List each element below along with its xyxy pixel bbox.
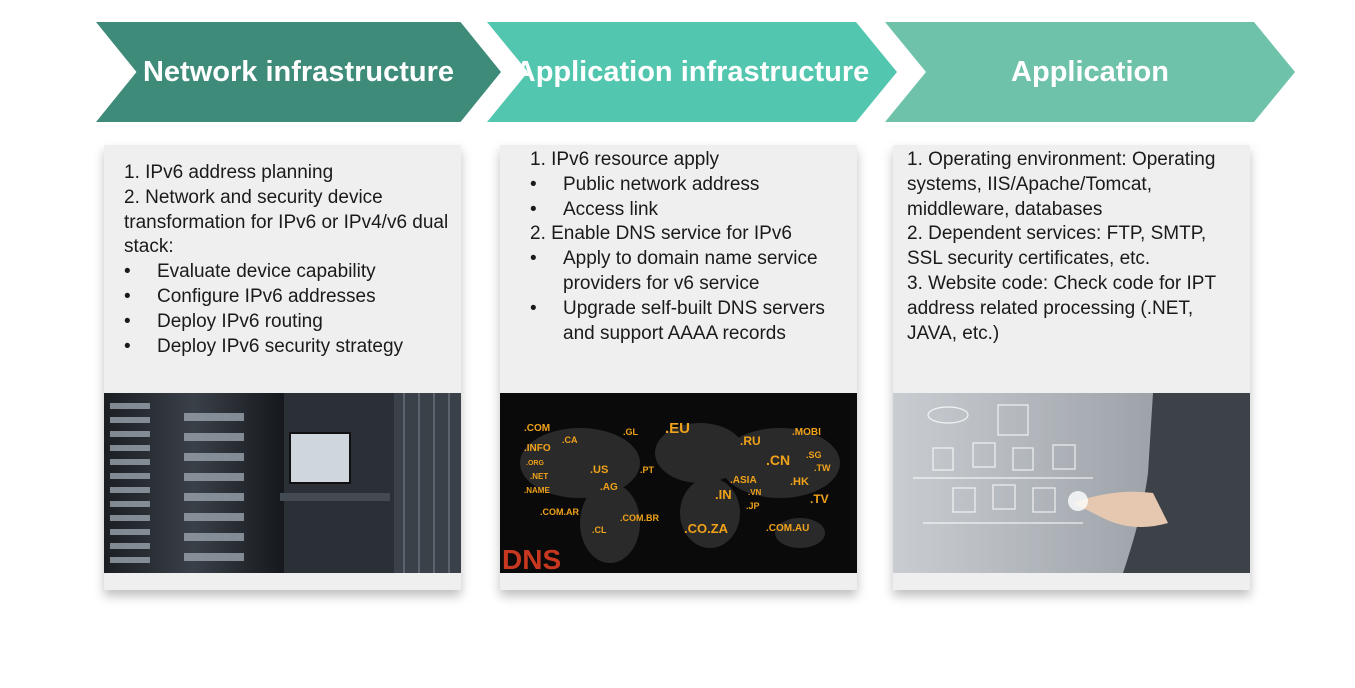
- stage-application: Application: [885, 22, 1295, 122]
- tld-label: .COM.BR: [620, 513, 659, 523]
- step-line: 2. Dependent services: FTP, SMTP, SSL se…: [907, 223, 1207, 270]
- tld-label: .CA: [562, 435, 578, 445]
- stage-title: Application infrastructure: [515, 55, 870, 90]
- tld-label: .NAME: [524, 486, 550, 495]
- tld-label: .ASIA: [730, 475, 757, 486]
- stage-title: Application: [1011, 55, 1169, 90]
- tld-label: .COM.AR: [540, 507, 579, 517]
- tld-label: .JP: [746, 501, 760, 511]
- tld-label: .VN: [748, 488, 762, 497]
- list-item: Deploy IPv6 routing: [124, 310, 455, 335]
- tld-label: .SG: [806, 450, 822, 460]
- list-item: Public network address: [530, 173, 851, 198]
- tld-label: .PT: [640, 465, 655, 475]
- tld-label: .MOBI: [792, 427, 821, 438]
- list-item: Configure IPv6 addresses: [124, 285, 455, 310]
- tld-label: .CO.ZA: [684, 521, 729, 536]
- step-line: 1. IPv6 resource apply: [530, 149, 720, 170]
- tld-label: .CN: [766, 452, 790, 468]
- bullet-list: Public network address Access link: [530, 173, 851, 223]
- cloud-application-image: [893, 393, 1250, 573]
- tld-label: .INFO: [524, 443, 551, 454]
- tld-label: .TW: [814, 463, 831, 473]
- card-text: 1. IPv6 resource apply Public network ad…: [530, 148, 851, 346]
- list-item: Upgrade self-built DNS servers and suppo…: [530, 297, 851, 347]
- application-infrastructure-card: 1. IPv6 resource apply Public network ad…: [500, 145, 857, 590]
- list-item: Evaluate device capability: [124, 260, 455, 285]
- stage-title-line: infrastructure: [265, 55, 455, 88]
- stage-title-line: infrastructure: [680, 55, 870, 88]
- bullet-list: Evaluate device capability Configure IPv…: [124, 260, 455, 359]
- tld-label: .IN: [715, 487, 732, 502]
- tld-label: .EU: [665, 420, 690, 437]
- tld-label: .AG: [600, 482, 618, 493]
- card-text: 1. IPv6 address planning 2. Network and …: [124, 161, 455, 359]
- bullet-list: Apply to domain name service providers f…: [530, 247, 851, 346]
- tld-label: .ORG: [526, 460, 544, 467]
- dns-logo: DNS: [502, 544, 561, 573]
- stage-title-line: Application: [1011, 55, 1169, 88]
- list-item: Apply to domain name service providers f…: [530, 247, 851, 297]
- tld-label: .HK: [790, 476, 809, 488]
- step-line: 2. Network and security device transform…: [124, 186, 449, 258]
- tld-label: .GL: [623, 427, 639, 437]
- tld-label: .COM.AU: [766, 523, 809, 534]
- application-card: 1. Operating environment: Operating syst…: [893, 145, 1250, 590]
- list-item: Deploy IPv6 security strategy: [124, 335, 455, 360]
- stage-network-infrastructure: Network infrastructure: [96, 22, 501, 122]
- list-item: Access link: [530, 198, 851, 223]
- stage-application-infrastructure: Application infrastructure: [487, 22, 897, 122]
- step-line: 3. Website code: Check code for IPT addr…: [907, 272, 1216, 344]
- tld-label: .NET: [530, 472, 548, 481]
- card-text: 1. Operating environment: Operating syst…: [907, 148, 1244, 346]
- tld-label: .RU: [740, 434, 761, 448]
- dns-world-map-image: .COM .CA .GL .EU .RU .MOBI .INFO .ORG .U…: [500, 393, 857, 573]
- stage-title: Network infrastructure: [143, 55, 454, 90]
- step-line: 1. IPv6 address planning: [124, 162, 334, 183]
- network-infrastructure-card: 1. IPv6 address planning 2. Network and …: [104, 145, 461, 590]
- tld-label: .COM: [524, 423, 550, 434]
- tld-label: .US: [590, 464, 608, 476]
- step-line: 1. Operating environment: Operating syst…: [907, 149, 1216, 220]
- stage-title-line: Network: [142, 55, 258, 88]
- step-line: 2. Enable DNS service for IPv6: [530, 223, 792, 245]
- stage-title-line: Application: [514, 55, 673, 88]
- server-room-image: [104, 393, 461, 573]
- tld-label: .TV: [810, 492, 829, 506]
- tld-label: .CL: [592, 525, 607, 535]
